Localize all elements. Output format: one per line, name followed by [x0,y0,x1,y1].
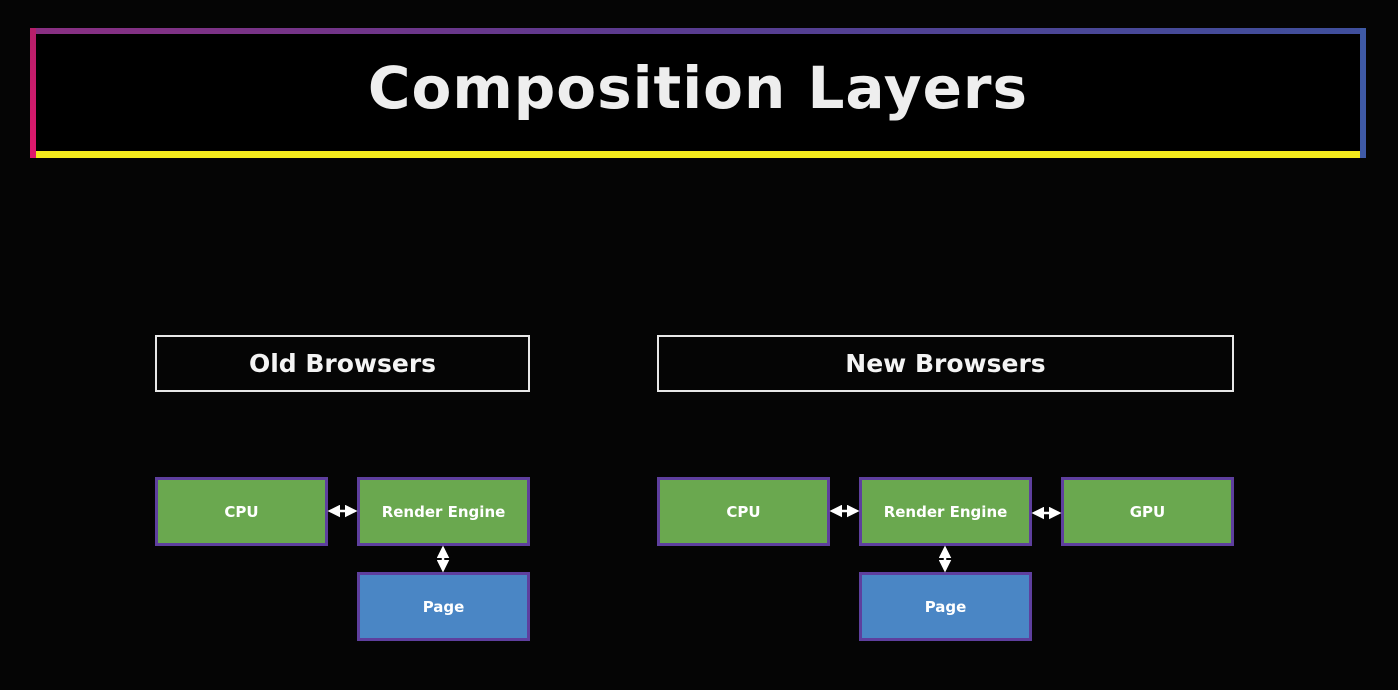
new-page-box: Page [859,572,1032,641]
new-render-engine-box: Render Engine [859,477,1032,546]
title-border-bottom [30,151,1366,158]
old-render-engine-box: Render Engine [357,477,530,546]
old-page-box: Page [357,572,530,641]
title-border-left [30,28,36,158]
title-border-top [30,28,1366,34]
new-browsers-header: New Browsers [657,335,1234,392]
new-gpu-box: GPU [1061,477,1234,546]
old-cpu-box: CPU [155,477,328,546]
title-banner: Composition Layers [30,28,1366,158]
old-browsers-header: Old Browsers [155,335,530,392]
title-border-right [1360,28,1366,158]
new-cpu-box: CPU [657,477,830,546]
slide-title: Composition Layers [367,54,1029,122]
